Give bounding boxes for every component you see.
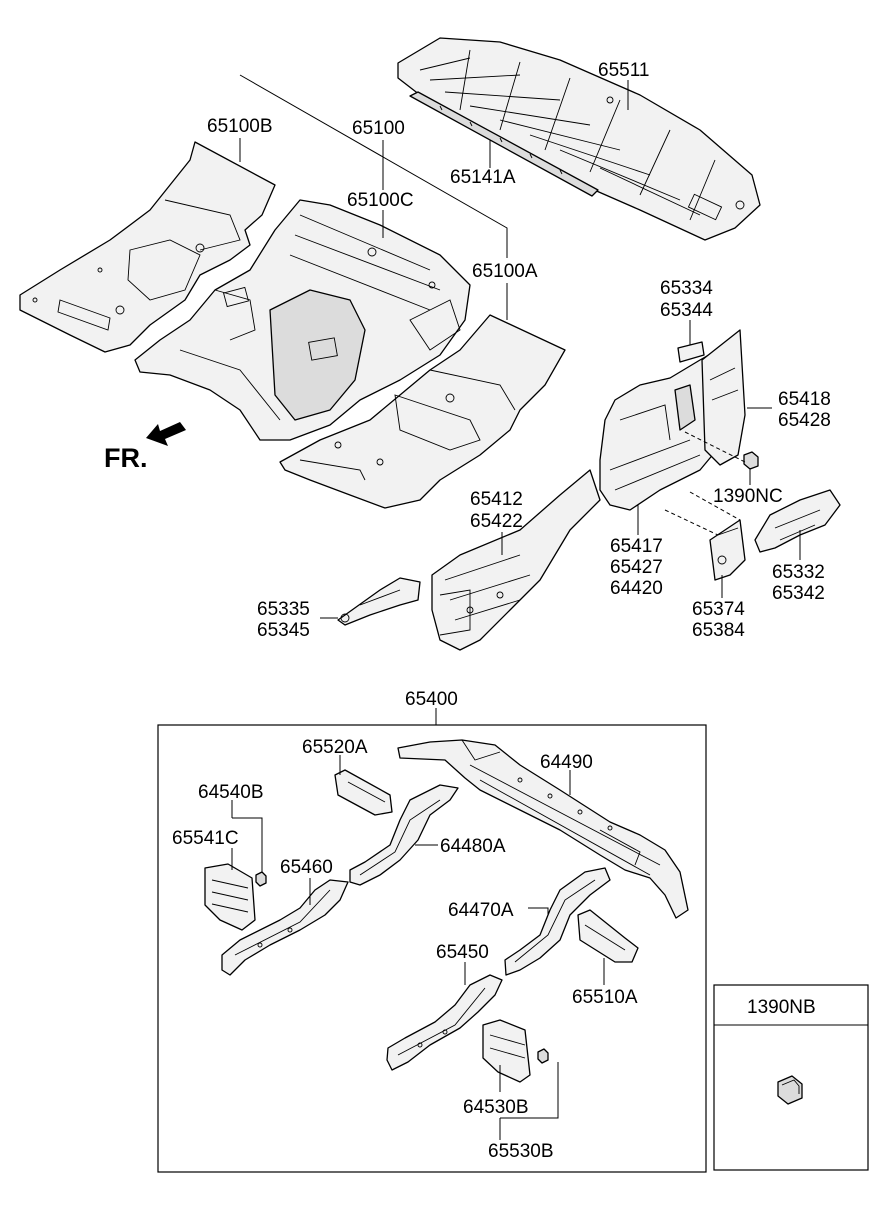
- front-floor-right: [279, 314, 566, 509]
- front-direction-label: FR.: [104, 443, 148, 473]
- label-65510a: 65510A: [572, 987, 638, 1008]
- nut-64530b-icon: [537, 1048, 549, 1064]
- nut-1390nb-inset: [713, 984, 869, 1171]
- crossmember-bracket: [334, 769, 393, 816]
- label-65342: 65342: [772, 583, 825, 604]
- rear-floor-panel: [397, 37, 761, 241]
- label-65400: 65400: [405, 689, 458, 710]
- rear-rail-bracket-right: [577, 909, 639, 963]
- rear-pillar-bracket: [701, 329, 746, 466]
- label-65428: 65428: [778, 410, 831, 431]
- label-65384: 65384: [692, 620, 745, 641]
- label-1390nc: 1390NC: [713, 486, 783, 507]
- label-65417: 65417: [610, 536, 663, 557]
- floor-reinforcement-strip: [409, 91, 599, 197]
- label-64480a: 64480A: [440, 836, 506, 857]
- rear-side-member: [431, 469, 601, 651]
- assembly-leaders: [231, 755, 605, 1140]
- rear-rail-lower-right: [386, 974, 503, 1071]
- rear-panel-extension: [709, 519, 746, 581]
- label-65335: 65335: [257, 599, 310, 620]
- label-65530b: 65530B: [488, 1141, 554, 1162]
- label-65450: 65450: [436, 942, 489, 963]
- label-65418: 65418: [778, 389, 831, 410]
- label-64490: 64490: [540, 752, 593, 773]
- mid-section-leaders: [320, 320, 801, 619]
- label-65100: 65100: [352, 118, 405, 139]
- front-side-member-extension: [337, 577, 421, 626]
- front-floor-left: [19, 141, 276, 353]
- label-65344: 65344: [660, 300, 713, 321]
- label-1390nb: 1390NB: [747, 997, 816, 1018]
- rear-rail-upper: [349, 784, 459, 886]
- label-65141a: 65141A: [450, 167, 516, 188]
- label-64420: 64420: [610, 578, 663, 599]
- rear-rail-gusset-right: [482, 1019, 531, 1083]
- frame-assembly-box: [157, 724, 707, 1173]
- rear-cross-reinforcement: [754, 489, 841, 553]
- label-64530b: 64530B: [463, 1097, 529, 1118]
- rear-rail-gusset-left: [204, 863, 256, 931]
- nut-64540b-icon: [255, 871, 267, 887]
- nut-1390nc-icon: [743, 451, 759, 470]
- label-65460: 65460: [280, 857, 333, 878]
- rear-rail-lower-left: [221, 879, 349, 976]
- label-64540b: 64540B: [198, 782, 264, 803]
- label-65100b: 65100B: [207, 116, 273, 137]
- label-65520a: 65520A: [302, 737, 368, 758]
- front-floor-leaders: [239, 74, 629, 320]
- label-65100a: 65100A: [472, 261, 538, 282]
- label-65422: 65422: [470, 511, 523, 532]
- front-direction-arrow-icon: [146, 422, 186, 446]
- label-65332: 65332: [772, 562, 825, 583]
- center-floor-tunnel: [134, 199, 471, 441]
- rear-cross-member: [397, 739, 689, 919]
- label-65345: 65345: [257, 620, 310, 641]
- label-65334: 65334: [660, 278, 713, 299]
- small-gusset-plate: [677, 341, 705, 363]
- rear-rail-upper-right: [504, 867, 611, 976]
- label-65427: 65427: [610, 557, 663, 578]
- label-65412: 65412: [470, 489, 523, 510]
- label-64470a: 64470A: [448, 900, 514, 921]
- assembly-guides: [664, 431, 746, 536]
- label-65374: 65374: [692, 599, 745, 620]
- label-65541c: 65541C: [172, 828, 239, 849]
- label-65100c: 65100C: [347, 190, 414, 211]
- label-65511: 65511: [598, 60, 649, 81]
